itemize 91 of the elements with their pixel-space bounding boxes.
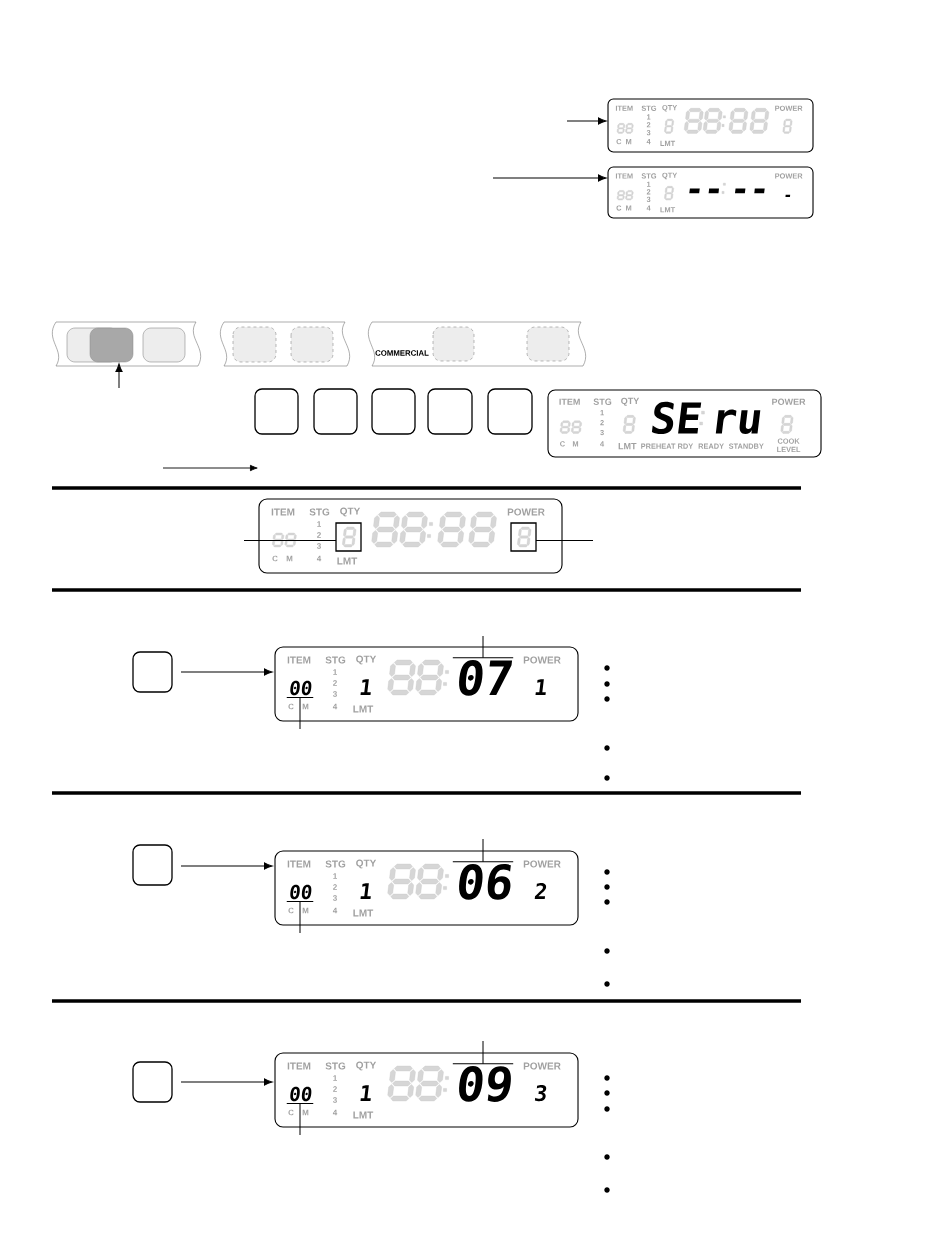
display-label: M <box>286 555 293 562</box>
display-label: 3 <box>332 691 337 697</box>
display-label: 2 <box>333 884 337 890</box>
arrow <box>180 668 273 676</box>
display-label: 2 <box>333 680 337 686</box>
display-label: 1 <box>333 873 337 879</box>
leader-line <box>299 901 301 934</box>
keypad-key <box>132 844 173 886</box>
digit-readout: 2 <box>534 883 547 899</box>
display-label: STG <box>325 656 346 664</box>
leader-line <box>482 838 484 863</box>
leader-line <box>299 1103 301 1136</box>
arrow <box>115 363 123 389</box>
leader-line <box>299 697 301 730</box>
digit-readout: 00 <box>290 1086 312 1102</box>
digit-readout: -- <box>735 188 765 194</box>
digit-readout: 3 <box>534 1085 547 1102</box>
display-label: STG <box>593 398 612 405</box>
display-label: C <box>288 907 294 914</box>
display-label: M <box>302 907 309 914</box>
display-label: ITEM <box>287 860 311 868</box>
display-label: LMT <box>353 705 374 713</box>
display-label: 4 <box>332 907 338 914</box>
display-label: 2 <box>333 1086 337 1092</box>
digit-readout: 00 <box>290 680 312 696</box>
digit-readout: 00 <box>290 884 312 900</box>
display-label: STG <box>325 1062 346 1070</box>
display-label: M <box>302 703 309 710</box>
keypad-key <box>487 388 533 435</box>
display-label: 2 <box>317 532 321 538</box>
digit-readout: 07 <box>459 659 513 696</box>
arrow <box>180 862 273 870</box>
display-label: 1 <box>333 669 337 675</box>
display-label: ITEM <box>559 398 580 405</box>
keypad-key <box>132 1061 173 1103</box>
digit-readout: -- <box>689 188 719 194</box>
digit-readout: 06 <box>459 863 511 900</box>
display-label: 1 <box>333 1075 337 1081</box>
digit-readout: 1 <box>360 679 371 695</box>
display-label: LMT <box>337 557 358 565</box>
display-label: QTY <box>356 859 377 869</box>
pressed-key <box>89 327 134 363</box>
display-label: QTY <box>340 507 361 517</box>
leader-line <box>482 1040 484 1065</box>
arrow <box>566 117 607 125</box>
display-label: LMT <box>353 1111 374 1119</box>
leader-line <box>482 635 484 659</box>
display-label: QTY <box>356 1061 377 1071</box>
display-label: M <box>302 1109 309 1116</box>
digit-readout: - <box>785 194 791 197</box>
display-label: 1 <box>317 521 321 527</box>
keypad-key <box>132 651 173 693</box>
display-label: 3 <box>316 543 321 549</box>
highlight-box <box>510 522 537 552</box>
display-label: QTY <box>356 655 377 665</box>
keypad-key <box>254 388 299 435</box>
digit-readout: 1 <box>535 679 546 695</box>
display-label: POWER <box>523 860 561 868</box>
arrow <box>492 174 607 182</box>
display-label: 3 <box>332 895 337 901</box>
display-label: POWER <box>772 398 806 405</box>
display-label: LMT <box>618 443 637 450</box>
highlight-box <box>335 522 362 552</box>
display-label: POWER <box>507 508 545 516</box>
display-label: POWER <box>523 656 561 664</box>
keypad-key <box>371 388 416 435</box>
leader-line <box>243 540 337 541</box>
display-label: C <box>288 703 294 710</box>
keypad-key <box>313 388 358 435</box>
display-label: 3 <box>332 1097 337 1103</box>
digit-readout: 1 <box>360 1085 371 1101</box>
digit-readout: SE <box>651 401 702 435</box>
arrow <box>180 1078 273 1086</box>
display-label: POWER <box>523 1062 561 1070</box>
display-label: 4 <box>316 555 322 562</box>
leader-line <box>535 540 594 541</box>
display-label: C <box>288 1109 294 1116</box>
display-label: QTY <box>621 397 640 406</box>
keypad-key <box>427 388 473 435</box>
digit-readout: 09 <box>459 1065 511 1102</box>
display-label: ITEM <box>287 1062 311 1070</box>
display-label: LMT <box>353 909 374 917</box>
display-label: STG <box>325 860 346 868</box>
display-label: 4 <box>332 703 338 710</box>
display-label: ITEM <box>287 656 311 664</box>
display-label: STG <box>309 508 330 516</box>
display-label: 4 <box>332 1109 338 1116</box>
digit-readout: 1 <box>360 883 371 899</box>
digit-readout: ru <box>715 409 761 435</box>
display-label: C <box>272 555 278 562</box>
display-label: ITEM <box>271 508 295 516</box>
